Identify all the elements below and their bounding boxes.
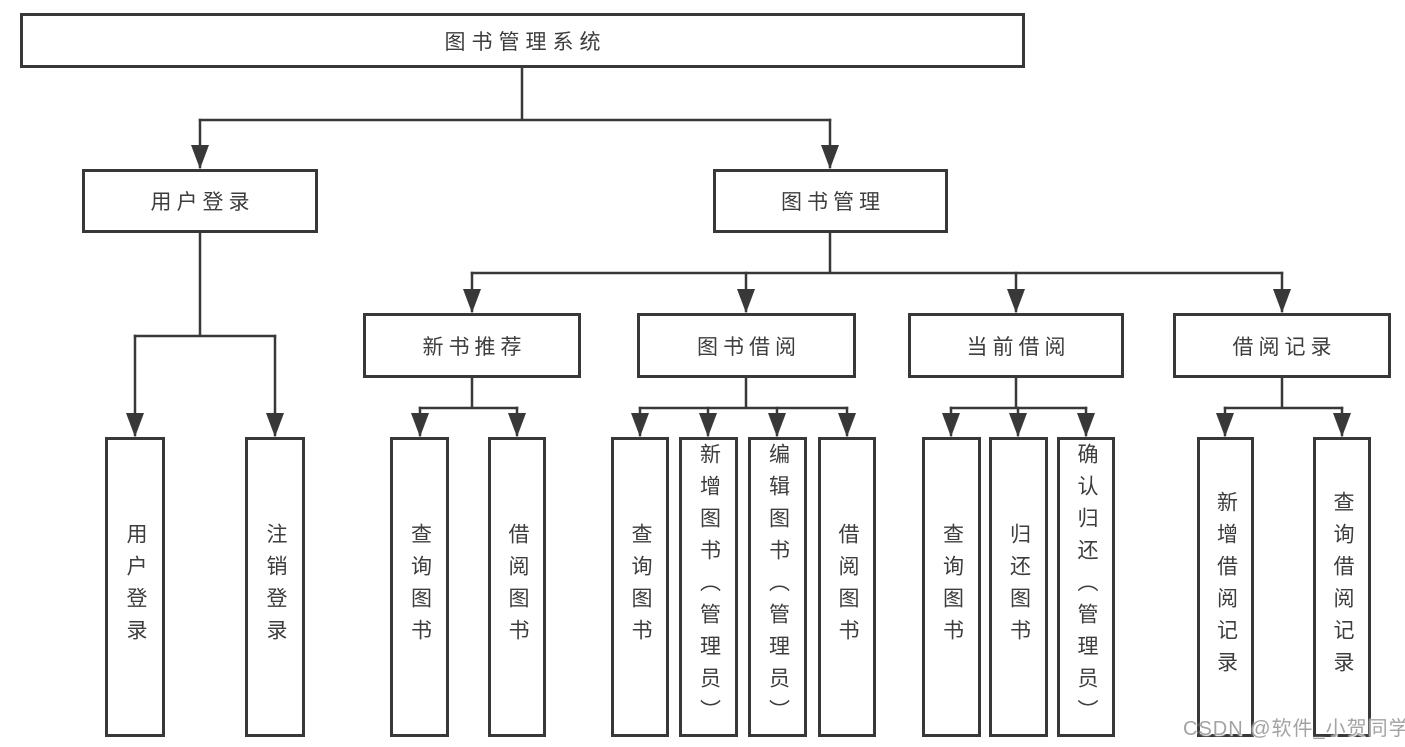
node-label: 当前借阅 (966, 335, 1071, 359)
leaf-label: 新增图书（管理员） (697, 443, 721, 731)
node-borrow-records: 借阅记录 (1173, 313, 1391, 378)
leaf-edit-book-admin: 编辑图书（管理员） (748, 437, 807, 737)
node-label: 图书管理 (781, 191, 885, 214)
leaf-query-borrow-record: 查询借阅记录 (1313, 437, 1371, 737)
connector-borrow-records-to-leaves (1216, 376, 1351, 437)
leaf-label: 借阅图书 (506, 523, 529, 651)
node-label: 图书管理系统 (444, 30, 607, 54)
connector-new-book-rec-to-leaves (411, 376, 526, 437)
leaf-label: 查询图书 (940, 523, 964, 651)
leaf-label: 编辑图书（管理员） (766, 443, 790, 731)
leaf-add-book-admin: 新增图书（管理员） (679, 437, 738, 737)
node-book-management: 图书管理 (713, 169, 948, 233)
leaf-label: 新增借阅记录 (1214, 491, 1238, 683)
leaf-label: 归还图书 (1007, 523, 1031, 651)
node-current-borrow: 当前借阅 (908, 313, 1124, 378)
node-label: 借阅记录 (1232, 335, 1337, 359)
csdn-watermark: CSDN @软件_小贺同学 (1183, 718, 1405, 740)
leaf-query-book-current: 查询图书 (922, 437, 981, 737)
leaf-return-book: 归还图书 (989, 437, 1048, 737)
node-new-book-recommend: 新书推荐 (363, 313, 581, 378)
connector-book-borrow-to-leaves (631, 376, 856, 437)
connector-current-borrow-to-leaves (942, 376, 1095, 437)
leaf-label: 查询图书 (408, 523, 432, 651)
leaf-borrow-book-newrec: 借阅图书 (488, 437, 546, 737)
leaf-query-book-borrow: 查询图书 (611, 437, 669, 737)
connector-root-to-level2 (191, 66, 839, 169)
leaf-user-login: 用户登录 (105, 437, 165, 737)
leaf-query-book-newrec: 查询图书 (390, 437, 449, 737)
leaf-label: 查询图书 (629, 523, 652, 651)
node-label: 图书借阅 (697, 335, 801, 359)
leaf-label: 用户登录 (124, 523, 147, 651)
leaf-logout-login: 注销登录 (245, 437, 305, 737)
node-book-borrow: 图书借阅 (637, 313, 856, 378)
leaf-label: 借阅图书 (836, 523, 859, 651)
leaf-label: 注销登录 (264, 523, 287, 651)
connector-book-mgmt-to-level3 (463, 231, 1291, 313)
node-library-system: 图书管理系统 (20, 13, 1025, 68)
node-label: 新书推荐 (422, 335, 527, 359)
connector-user-login-to-leaves (126, 231, 284, 437)
node-label: 用户登录 (150, 191, 255, 214)
leaf-label: 查询借阅记录 (1331, 491, 1354, 683)
leaf-borrow-book: 借阅图书 (818, 437, 876, 737)
leaf-confirm-return-admin: 确认归还（管理员） (1057, 437, 1115, 737)
node-user-login: 用户登录 (82, 169, 318, 233)
leaf-add-borrow-record: 新增借阅记录 (1197, 437, 1254, 737)
leaf-label: 确认归还（管理员） (1075, 443, 1098, 731)
